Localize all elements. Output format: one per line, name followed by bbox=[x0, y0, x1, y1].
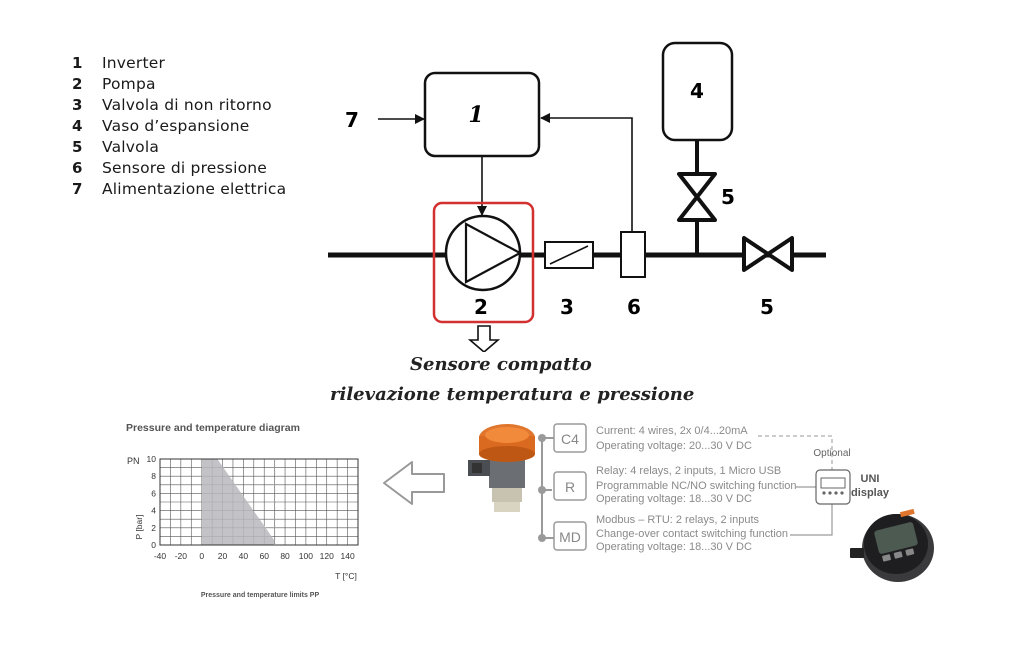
option-md-detail: 2 relays, 2 inputs bbox=[673, 514, 760, 526]
chart-x-tick: 20 bbox=[218, 551, 228, 561]
pump-triangle bbox=[464, 222, 523, 284]
left-arrow bbox=[383, 461, 445, 505]
legend-number: 4 bbox=[72, 116, 83, 135]
legend-item: 4 Vaso d’espansione bbox=[72, 115, 286, 136]
vertical-valve-number: 5 bbox=[721, 185, 735, 209]
horizontal-valve bbox=[742, 236, 794, 272]
option-r-line3: Operating voltage: 18...30 V DC bbox=[596, 493, 752, 505]
legend-item: 2 Pompa bbox=[72, 73, 286, 94]
option-r-line2: Programmable NC/NO switching function bbox=[596, 480, 797, 492]
option-r-title: Relay: bbox=[596, 465, 627, 477]
legend-number: 1 bbox=[72, 53, 83, 72]
chart-area-series bbox=[201, 459, 275, 545]
option-md-line3: Operating voltage: 18...30 V DC bbox=[596, 541, 752, 553]
uni-display-name-1: UNI bbox=[861, 473, 880, 485]
chart-x-tick: -40 bbox=[154, 551, 167, 561]
horizontal-valve-number: 5 bbox=[760, 295, 774, 319]
chart-xlabel: T [°C] bbox=[335, 571, 357, 581]
option-code-r: R bbox=[565, 479, 575, 495]
legend-label: Sensore di pressione bbox=[102, 158, 268, 177]
compact-sensor-image bbox=[468, 424, 535, 512]
option-r-detail: 4 relays, 2 inputs, 1 Micro USB bbox=[627, 465, 781, 477]
legend-number: 2 bbox=[72, 74, 83, 93]
legend-number: 3 bbox=[72, 95, 83, 114]
chart-x-tick: 100 bbox=[299, 551, 313, 561]
svg-text:Relay: 4 relays, 2 inputs, 1 M: Relay: 4 relays, 2 inputs, 1 Micro USB bbox=[596, 465, 781, 477]
caption-line-1: Sensore compatto bbox=[410, 354, 592, 375]
chart-title: Pressure and temperature diagram bbox=[126, 422, 300, 434]
inverter-number: 1 bbox=[468, 102, 483, 128]
chart-y-tick: 10 bbox=[147, 454, 157, 464]
uni-display-image bbox=[850, 508, 934, 582]
svg-text:Current: 4 wires, 2x 0/4...20m: Current: 4 wires, 2x 0/4...20mA bbox=[596, 425, 748, 437]
option-box-r bbox=[553, 471, 587, 501]
legend-label: Vaso d’espansione bbox=[102, 116, 250, 135]
pump-number: 2 bbox=[474, 295, 488, 319]
chart-subtitle: Pressure and temperature limits PP bbox=[201, 592, 320, 599]
sensor-feedback-line bbox=[540, 113, 633, 232]
sensor-number: 6 bbox=[627, 295, 641, 319]
svg-text:Modbus – RTU: 2 relays, 2 inpu: Modbus – RTU: 2 relays, 2 inputs bbox=[596, 514, 760, 526]
option-box-md bbox=[553, 521, 587, 551]
legend-label: Pompa bbox=[102, 74, 156, 93]
legend-label: Valvola bbox=[102, 137, 160, 156]
check-valve-number: 3 bbox=[560, 295, 574, 319]
option-md-title: Modbus – RTU: bbox=[596, 514, 673, 526]
pump-highlight bbox=[432, 201, 535, 324]
chart-y-tick: 6 bbox=[151, 488, 156, 498]
option-md-line2: Change-over contact switching function bbox=[596, 528, 788, 540]
down-arrow bbox=[467, 325, 501, 352]
chart-y-tick: 4 bbox=[151, 506, 156, 516]
legend-number: 6 bbox=[72, 158, 83, 177]
vessel-number: 4 bbox=[690, 79, 704, 103]
pressure-sensor bbox=[620, 231, 646, 278]
legend-item: 7 Alimentazione elettrica bbox=[72, 178, 286, 199]
chart-y-tick: 0 bbox=[151, 540, 156, 550]
chart-y-tick: 2 bbox=[151, 523, 156, 533]
chart-frame bbox=[159, 458, 359, 546]
pressure-temperature-chart: Pressure and temperature diagram -40 -20 0… bbox=[126, 422, 359, 599]
chart-x-tick: 80 bbox=[280, 551, 290, 561]
chart-pn-label: PN bbox=[127, 456, 140, 466]
legend-label: Valvola di non ritorno bbox=[102, 95, 272, 114]
legend-item: 6 Sensore di pressione bbox=[72, 157, 286, 178]
option-c4-title: Current: bbox=[596, 425, 636, 437]
optional-dashed-line bbox=[758, 435, 833, 472]
pump-circle bbox=[444, 214, 522, 292]
chart-x-tick: 60 bbox=[259, 551, 269, 561]
caption-line-2: rilevazione temperatura e pressione bbox=[330, 384, 695, 405]
hydraulic-schematic: 1 7 2 3 6 4 5 5 bbox=[328, 41, 826, 352]
vertical-valve bbox=[677, 172, 717, 222]
legend-item: 1 Inverter bbox=[72, 52, 286, 73]
option-c4-line2: Operating voltage: 20...30 V DC bbox=[596, 440, 752, 452]
chart-ylabel: P [bar] bbox=[134, 515, 144, 540]
legend-label: Inverter bbox=[102, 53, 166, 72]
chart-x-tick: 140 bbox=[340, 551, 354, 561]
chart-x-tick: 0 bbox=[199, 551, 204, 561]
power-number: 7 bbox=[345, 108, 359, 132]
option-code-md: MD bbox=[559, 529, 581, 545]
optional-label: Optional bbox=[813, 448, 850, 459]
option-c4-detail: 4 wires, 2x 0/4...20mA bbox=[636, 425, 749, 437]
legend-number: 7 bbox=[72, 179, 83, 198]
option-code-c4: C4 bbox=[561, 431, 579, 447]
legend-item: 3 Valvola di non ritorno bbox=[72, 94, 286, 115]
chart-x-tick: 120 bbox=[320, 551, 334, 561]
option-box-c4 bbox=[553, 423, 587, 453]
chart-x-tick: -20 bbox=[175, 551, 188, 561]
chart-x-tick: 40 bbox=[239, 551, 249, 561]
legend-label: Alimentazione elettrica bbox=[102, 179, 287, 198]
chart-y-tick: 8 bbox=[151, 471, 156, 481]
output-options: C4 R MD Current: 4 wires, 2x 0/4...20mA … bbox=[538, 423, 890, 553]
legend-number: 5 bbox=[72, 137, 83, 156]
legend-item: 5 Valvola bbox=[72, 136, 286, 157]
expansion-vessel bbox=[661, 41, 734, 142]
uni-display-name-2: display bbox=[851, 487, 890, 499]
